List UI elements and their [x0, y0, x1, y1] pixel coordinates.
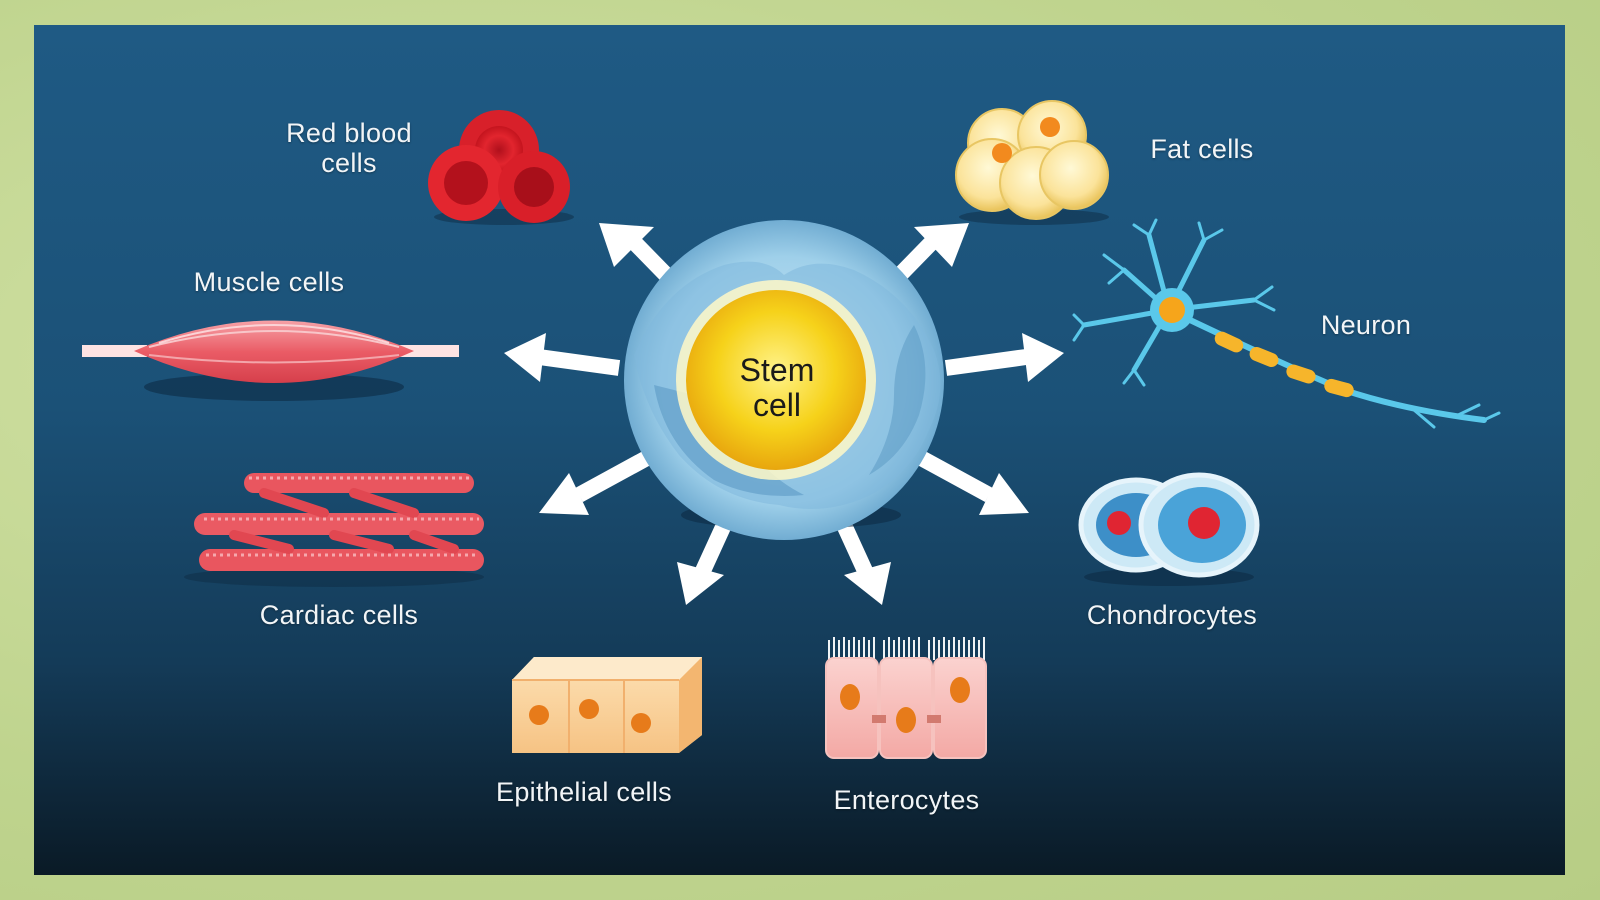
epithelial-cells-illustration: [512, 657, 702, 753]
label-chondrocytes: Chondrocytes: [1086, 600, 1258, 630]
muscle-cell-illustration: [82, 320, 459, 401]
arrow-to-chondrocytes: [908, 445, 1029, 515]
cardiac-cells-illustration: [184, 473, 484, 587]
label-cardiac-cells: Cardiac cells: [259, 600, 419, 630]
label-epithelial-cells: Epithelial cells: [496, 777, 672, 807]
arrow-to-neuron: [944, 333, 1064, 382]
enterocytes-illustration: [825, 637, 987, 759]
label-red-blood-cells: Red blood cells: [286, 118, 412, 178]
arrow-to-cardiac-cells: [539, 445, 660, 515]
label-neuron: Neuron: [1320, 310, 1412, 340]
stem-cell-diagram: [82, 100, 1501, 759]
diagram-panel: Stem cell Red blood cells Fat cells Musc…: [34, 25, 1565, 875]
arrow-to-muscle-cells: [504, 333, 621, 382]
red-blood-cells-illustration: [428, 110, 574, 225]
stem-cell-label: Stem cell: [739, 352, 815, 423]
arrow-to-red-blood-cells: [599, 223, 680, 289]
label-fat-cells: Fat cells: [1150, 134, 1254, 164]
label-muscle-cells: Muscle cells: [193, 267, 345, 297]
label-enterocytes: Enterocytes: [833, 785, 980, 815]
chondrocytes-illustration: [1078, 472, 1260, 586]
stem-cell-illustration: [624, 220, 944, 540]
neuron-illustration: [1072, 218, 1501, 429]
fat-cells-illustration: [955, 100, 1109, 225]
